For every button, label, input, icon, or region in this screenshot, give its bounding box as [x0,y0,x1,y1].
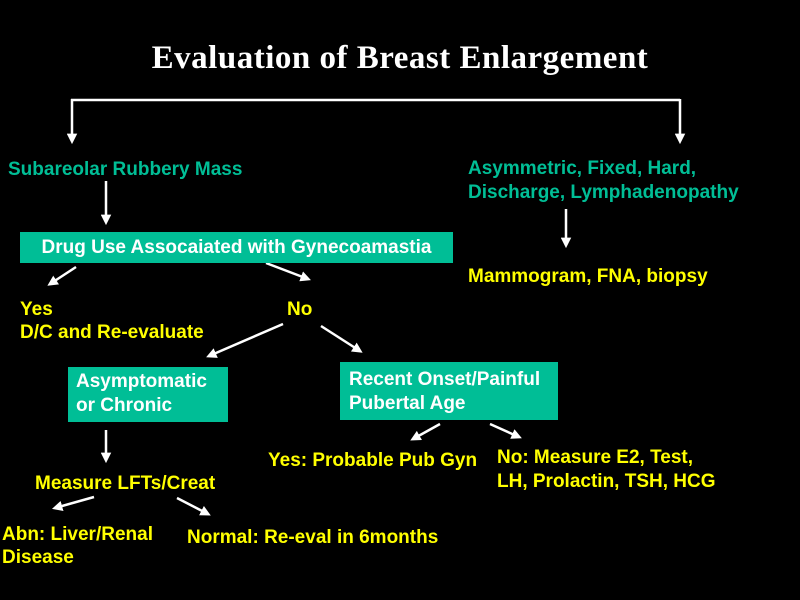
node-recent-onset-box: Recent Onset/Painful Pubertal Age [340,362,558,420]
node-no: No [287,299,313,320]
arrow-recent-to-yesprobable [410,422,441,441]
node-no-measure-hormones: No: Measure E2, Test, LH, Prolactin, TSH… [497,447,716,492]
arrow-drugbox-to-yes [47,265,77,286]
node-measure-lfts-creat: Measure LFTs/Creat [35,473,216,494]
node-asymmetric-fixed-hard: Asymmetric, Fixed, Hard, Discharge, Lymp… [468,158,739,203]
arrow-lfts-to-abnormal [51,495,95,512]
node-normal-reeval-6months: Normal: Re-eval in 6months [187,527,439,548]
node-subareolar-rubbery-mass: Subareolar Rubbery Mass [8,159,243,180]
arrow-recent-to-nomeasure [489,422,522,439]
node-abn-liver-renal-disease: Abn: Liver/Renal Disease [2,524,153,568]
node-mammogram-fna-biopsy: Mammogram, FNA, biopsy [468,266,708,287]
slide-title: Evaluation of Breast Enlargement [151,40,649,76]
node-yes-dc-reevaluate: Yes D/C and Re-evaluate [20,299,204,343]
node-drug-use-box: Drug Use Assocaiated with Gynecoamastia [20,232,453,263]
node-yes-probable-pub-gyn: Yes: Probable Pub Gyn [268,450,478,471]
node-asymptomatic-chronic-box: Asymptomatic or Chronic [68,367,228,422]
arrow-no-to-recent [320,324,363,353]
arrow-drugbox-to-no [265,261,311,282]
arrow-lfts-to-normal [176,496,211,516]
arrow-no-to-asymptomatic [206,322,284,358]
